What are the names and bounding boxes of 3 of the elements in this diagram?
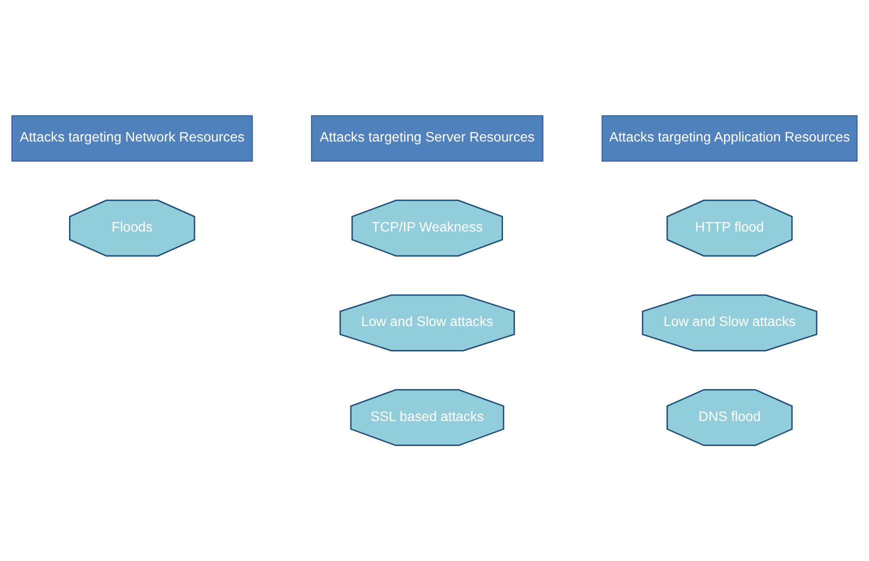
node-box: Attacks targeting Server Resources [311,115,544,162]
node-box: Attacks targeting Application Resources [602,115,858,162]
node-box: Attacks targeting Network Resources [11,115,253,162]
